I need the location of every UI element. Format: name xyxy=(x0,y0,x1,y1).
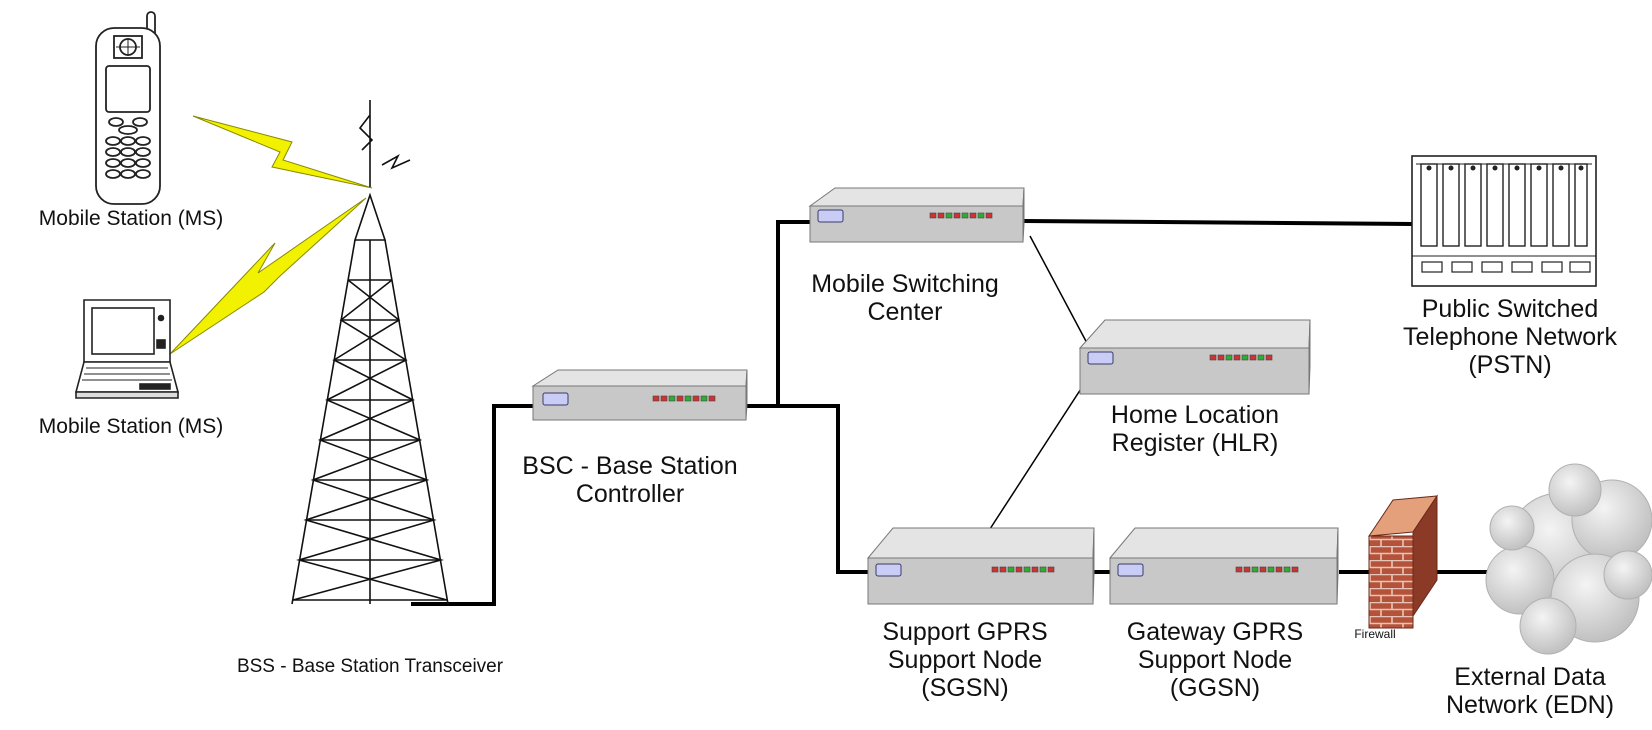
tower-icon xyxy=(291,100,449,605)
label-base-station-transceiver: BSS - Base Station Transceiver xyxy=(236,656,504,677)
label-mobile-station-phone: Mobile Station (MS) xyxy=(38,207,224,230)
firewall-icon xyxy=(1368,494,1438,629)
server-icon-hlr xyxy=(1078,319,1311,395)
label-pstn: Public Switched Telephone Network (PSTN) xyxy=(1402,295,1617,379)
label-ggsn: Gateway GPRS Support Node (GGSN) xyxy=(1126,618,1304,702)
server-icon-msc xyxy=(808,187,1025,243)
lightning-icon xyxy=(169,115,373,355)
link-hlr-sgsn xyxy=(987,377,1089,533)
link-bsc-sgsn xyxy=(778,404,868,574)
link-msc-pstn xyxy=(1023,219,1413,226)
label-firewall: Firewall xyxy=(1354,627,1396,641)
server-icon-ggsn xyxy=(1108,527,1339,605)
link-bsc-msc xyxy=(746,220,810,408)
phone-icon xyxy=(95,11,161,205)
server-icon-bsc xyxy=(531,369,748,421)
label-bsc: BSC - Base Station Controller xyxy=(522,452,738,508)
label-mobile-station-laptop: Mobile Station (MS) xyxy=(38,415,224,438)
label-msc: Mobile Switching Center xyxy=(811,270,999,326)
switchboard-icon xyxy=(1411,155,1597,287)
laptop-icon xyxy=(74,299,180,399)
server-icon-sgsn xyxy=(866,527,1095,605)
link-bts-bsc xyxy=(411,404,533,606)
label-hlr: Home Location Register (HLR) xyxy=(1110,401,1280,457)
cloud-icon xyxy=(1485,463,1652,655)
label-sgsn: Support GPRS Support Node (SGSN) xyxy=(882,618,1048,702)
link-msc-hlr xyxy=(1029,235,1097,361)
label-edn: External Data Network (EDN) xyxy=(1445,663,1615,719)
